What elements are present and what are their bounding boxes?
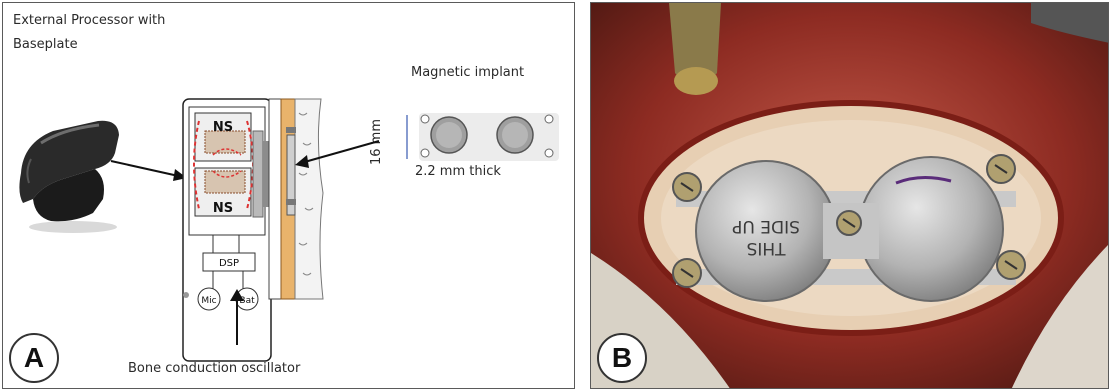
implant-engraving-2: THIS [747, 238, 787, 258]
device-diagram: NS NS DSP Mic Bat [3, 3, 575, 389]
panel-a: External Processor with Baseplate Magnet… [2, 2, 575, 389]
implant-photo [419, 113, 559, 161]
dsp-label: DSP [219, 258, 239, 269]
bone-layer [269, 99, 323, 299]
panel-b: SIDE UP THIS B [590, 2, 1109, 389]
surgical-photo: SIDE UP THIS [591, 3, 1109, 389]
implant-engraving-1: SIDE UP [732, 216, 800, 236]
ns-bottom-label: NS [213, 201, 233, 216]
processor-photo [7, 115, 133, 233]
panel-b-badge: B [597, 333, 647, 383]
processor-device [183, 99, 273, 361]
ns-top-label: NS [213, 120, 233, 135]
panel-a-badge: A [9, 333, 59, 383]
mic-label: Mic [201, 296, 216, 306]
